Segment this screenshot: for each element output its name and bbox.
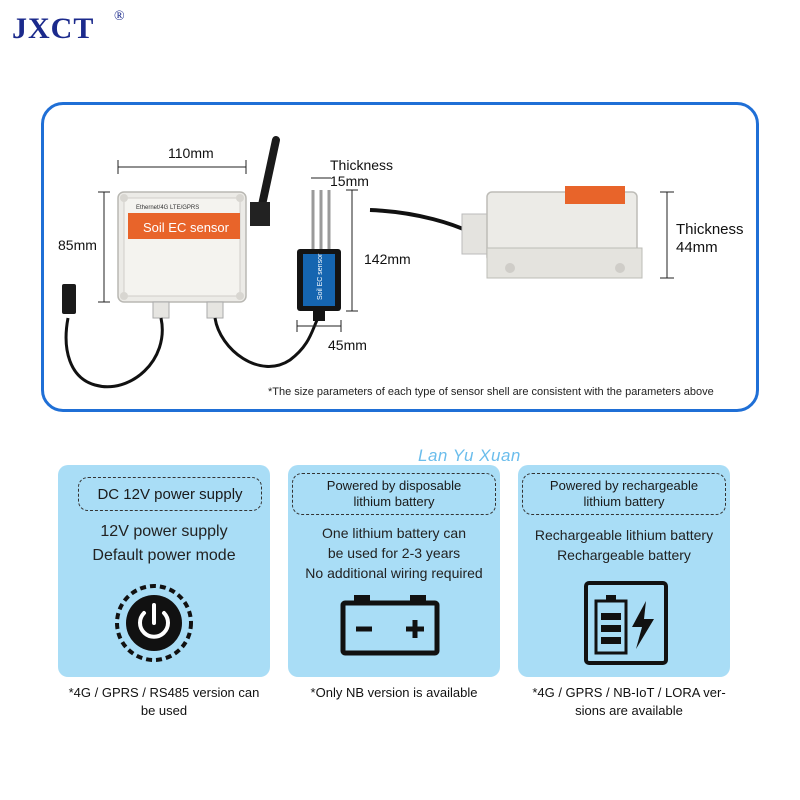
card-title: Powered by disposable lithium battery	[292, 473, 496, 515]
dimension-lines	[98, 160, 674, 332]
watermark: Lan Yu Xuan	[418, 446, 521, 465]
brand-logo: JXCT	[12, 12, 95, 45]
size-footnote: *The size parameters of each type of sen…	[268, 386, 714, 398]
width-dimension: 110mm	[168, 145, 214, 161]
height-dimension: 85mm	[58, 237, 97, 253]
note-line: be used	[140, 703, 188, 718]
soil-probe	[297, 190, 341, 321]
note-line: *4G / GPRS / RS485 version can	[68, 685, 260, 700]
note-line: *4G / GPRS / NB-IoT / LORA ver-	[532, 685, 726, 700]
card-line: 12V power supply	[100, 523, 228, 540]
probe-length-dimension: 142mm	[364, 251, 411, 267]
power-card-dc12v: DC 12V power supply 12V power supply Def…	[58, 465, 270, 677]
probe-width-dimension: 45mm	[328, 337, 367, 353]
card-note-disposable: *Only NB version is available	[310, 685, 478, 700]
card-title-line: lithium battery	[583, 494, 665, 509]
probe-thickness-line1: Thickness	[330, 157, 394, 173]
card-title-line: Powered by rechargeable	[549, 478, 699, 493]
card-title-line: Powered by disposable	[326, 478, 462, 493]
device-thickness-line2: 44mm	[676, 239, 718, 256]
card-title: DC 12V power supply	[78, 477, 262, 511]
card-title-line: lithium battery	[353, 494, 435, 509]
card-line: be used for 2-3 years	[327, 545, 461, 561]
card-note-dc12v: *4G / GPRS / RS485 version can be used	[50, 684, 278, 720]
card-line: Default power mode	[92, 547, 236, 564]
probe-thickness-line2: 15mm	[330, 173, 369, 189]
device-thickness-line1: Thickness	[676, 221, 744, 238]
power-card-rechargeable-battery: Powered by rechargeable lithium battery …	[518, 465, 730, 677]
power-button-icon	[115, 584, 193, 662]
note-line: sions are available	[575, 703, 683, 718]
card-title: Powered by rechargeable lithium battery	[522, 473, 726, 515]
probe-label-text: Soil EC sensor	[317, 253, 324, 300]
antenna	[250, 136, 280, 226]
main-enclosure	[117, 191, 247, 303]
device-header-text: Ethernet/4G LTE/GPRS	[136, 205, 199, 211]
card-note-rechargeable: *4G / GPRS / NB-IoT / LORA ver- sions ar…	[512, 684, 746, 720]
card-line: No additional wiring required	[305, 565, 483, 581]
card-line: Rechargeable lithium battery	[534, 527, 714, 543]
side-view-device	[369, 186, 643, 279]
power-card-disposable-battery: Powered by disposable lithium battery On…	[288, 465, 500, 677]
device-illustration: Ethernet/4G LTE/GPRS Soil EC sensor Soil…	[62, 136, 674, 389]
card-line: One lithium battery can	[322, 525, 466, 541]
registered-mark: ®	[114, 9, 125, 24]
car-battery-icon	[340, 595, 440, 656]
card-line: Rechargeable battery	[557, 547, 691, 563]
charging-battery-icon	[584, 581, 668, 665]
device-label-text: Soil EC sensor	[143, 220, 230, 235]
